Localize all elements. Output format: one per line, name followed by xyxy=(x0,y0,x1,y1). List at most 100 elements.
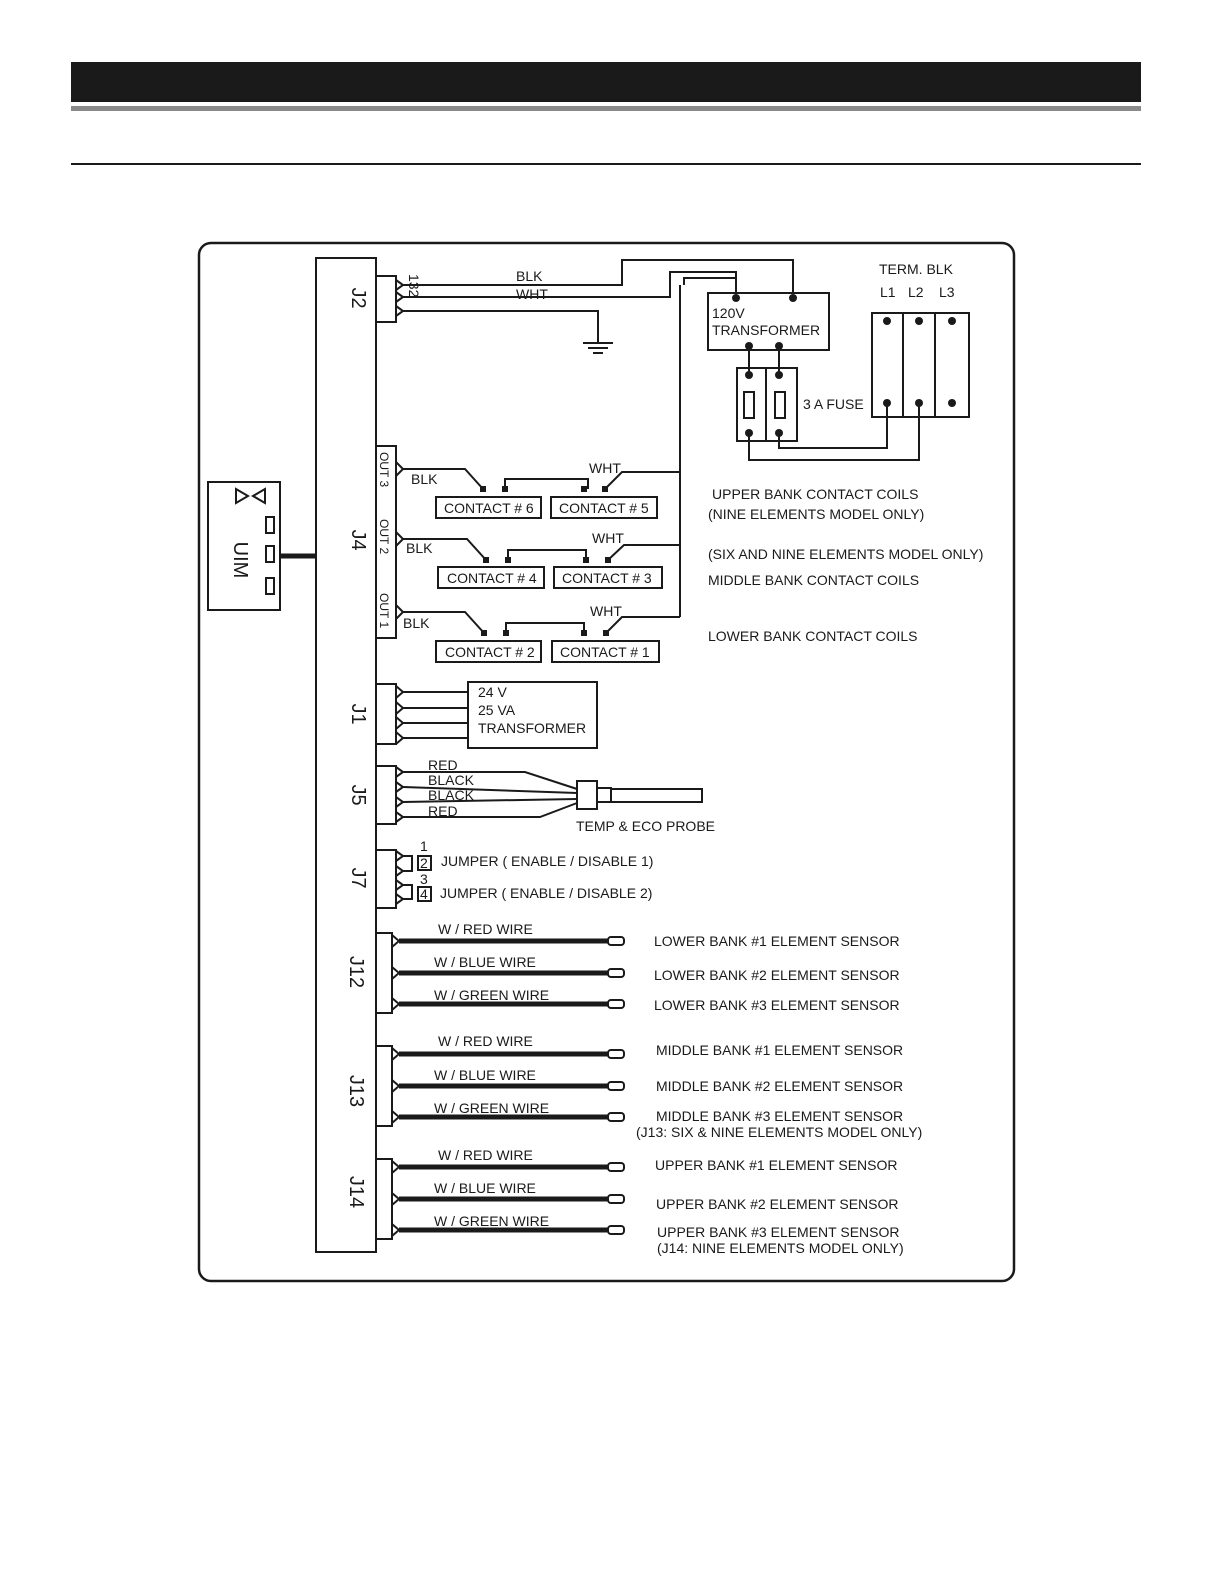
probe-wire-black-1: BLACK xyxy=(428,772,475,788)
contact-5: CONTACT # 5 xyxy=(559,500,649,516)
contact-2: CONTACT # 2 xyxy=(445,644,535,660)
note-upper-1: UPPER BANK CONTACT COILS xyxy=(712,486,918,502)
jumper-2-label: JUMPER ( ENABLE / DISABLE 2) xyxy=(440,885,652,901)
term-block-l3: L3 xyxy=(939,284,955,300)
j14-red-wire-label: W / RED WIRE xyxy=(438,1147,533,1163)
j12-header xyxy=(375,932,393,1014)
probe-label: TEMP & ECO PROBE xyxy=(576,818,715,834)
uim-left-arrow-icon xyxy=(251,487,266,505)
term-block-l2: L2 xyxy=(908,284,924,300)
j14-green-wire-label: W / GREEN WIRE xyxy=(434,1213,549,1229)
header-rule-thin xyxy=(71,163,1141,165)
out3-circuit: BLK WHT CONTACT # 6 CONTACT # 5 xyxy=(395,460,680,519)
uim-right-arrow-icon xyxy=(235,487,250,505)
terminal-block: TERM. BLK L1 L2 L3 xyxy=(748,261,970,461)
header-rule-grey xyxy=(71,106,1141,111)
j12-blue-wire-label: W / BLUE WIRE xyxy=(434,954,536,970)
contact-3: CONTACT # 3 xyxy=(562,570,652,586)
uim-button-1 xyxy=(265,516,275,534)
out1-wht-label: WHT xyxy=(590,603,622,619)
connector-j5: J5 xyxy=(347,784,369,805)
connector-j2: J2 xyxy=(347,287,369,308)
j14-sensors: W / RED WIRE W / BLUE WIRE W / GREEN WIR… xyxy=(391,1147,904,1256)
j2-wht-label: WHT xyxy=(516,286,548,302)
j13-green-wire-label: W / GREEN WIRE xyxy=(434,1100,549,1116)
probe-wire-red-2: RED xyxy=(428,803,458,819)
fuse-label: 3 A FUSE xyxy=(803,396,864,412)
j14-header xyxy=(375,1158,393,1240)
connector-j12: J12 xyxy=(345,956,367,988)
uim-button-3 xyxy=(265,577,275,595)
j7-pin-3: 3 xyxy=(420,871,428,887)
j4-header xyxy=(375,445,397,639)
uim-label: UIM xyxy=(229,542,251,579)
jumper-1-label: JUMPER ( ENABLE / DISABLE 1) xyxy=(441,853,653,869)
term-block-l1: L1 xyxy=(880,284,896,300)
j12-red-wire-label: W / RED WIRE xyxy=(438,921,533,937)
sensor-upper-1: UPPER BANK #1 ELEMENT SENSOR xyxy=(655,1157,897,1173)
out3-blk-label: BLK xyxy=(411,471,438,487)
out2-label: OUT 2 xyxy=(377,519,391,554)
out3-wht-label: WHT xyxy=(589,460,621,476)
sensor-middle-3: MIDDLE BANK #3 ELEMENT SENSOR xyxy=(656,1108,903,1124)
connector-j7: J7 xyxy=(347,867,369,888)
connector-j14: J14 xyxy=(345,1176,367,1208)
j13-sensors: W / RED WIRE W / BLUE WIRE W / GREEN WIR… xyxy=(391,1033,922,1140)
j13-red-wire-label: W / RED WIRE xyxy=(438,1033,533,1049)
out2-blk-label: BLK xyxy=(406,540,433,556)
transformer-24v-line1: 24 V xyxy=(478,684,507,700)
out2-wht-label: WHT xyxy=(592,530,624,546)
sensor-upper-2: UPPER BANK #2 ELEMENT SENSOR xyxy=(656,1196,898,1212)
j5-section: RED BLACK BLACK RED TEMP & ECO PROBE xyxy=(375,757,715,834)
note-middle-2: MIDDLE BANK CONTACT COILS xyxy=(708,572,919,588)
out1-circuit: BLK WHT CONTACT # 2 CONTACT # 1 xyxy=(395,603,680,663)
connector-j4: J4 xyxy=(347,529,369,550)
sensor-lower-2: LOWER BANK #2 ELEMENT SENSOR xyxy=(654,967,900,983)
header-bar xyxy=(71,62,1141,102)
note-upper-2: (NINE ELEMENTS MODEL ONLY) xyxy=(708,506,924,522)
transformer-120v: 120V TRANSFORMER xyxy=(707,292,830,351)
out2-circuit: BLK WHT CONTACT # 4 CONTACT # 3 xyxy=(395,530,680,589)
diagram-frame xyxy=(197,241,1016,1283)
j12-green-wire-label: W / GREEN WIRE xyxy=(434,987,549,1003)
contact-6: CONTACT # 6 xyxy=(444,500,534,516)
connector-j13: J13 xyxy=(345,1075,367,1107)
note-lower: LOWER BANK CONTACT COILS xyxy=(708,628,918,644)
sensor-middle-2: MIDDLE BANK #2 ELEMENT SENSOR xyxy=(656,1078,903,1094)
j7-pin-1: 1 xyxy=(420,838,428,854)
control-board xyxy=(315,257,377,1253)
j14-blue-wire-label: W / BLUE WIRE xyxy=(434,1180,536,1196)
transformer-120v-line1: 120V xyxy=(712,305,745,321)
term-block-title: TERM. BLK xyxy=(879,261,954,277)
probe-wire-red-1: RED xyxy=(428,757,458,773)
transformer-24v-line3: TRANSFORMER xyxy=(478,720,586,736)
j13-blue-wire-label: W / BLUE WIRE xyxy=(434,1067,536,1083)
j7-section: 1 2 3 4 JUMPER ( ENABLE / DISABLE 1) JUM… xyxy=(375,838,653,909)
probe-wire-black-2: BLACK xyxy=(428,787,475,803)
sensor-upper-note: (J14: NINE ELEMENTS MODEL ONLY) xyxy=(657,1240,904,1256)
uim-module: UIM xyxy=(207,481,316,611)
sensor-lower-3: LOWER BANK #3 ELEMENT SENSOR xyxy=(654,997,900,1013)
out3-label: OUT 3 xyxy=(377,452,391,487)
transformer-24v-line2: 25 VA xyxy=(478,702,516,718)
out1-label: OUT 1 xyxy=(377,593,391,628)
sensor-middle-1: MIDDLE BANK #1 ELEMENT SENSOR xyxy=(656,1042,903,1058)
contact-1: CONTACT # 1 xyxy=(560,644,650,660)
connector-j1: J1 xyxy=(347,703,369,724)
out1-blk-label: BLK xyxy=(403,615,430,631)
j2-blk-label: BLK xyxy=(516,268,543,284)
j1-section: 24 V 25 VA TRANSFORMER xyxy=(375,681,598,749)
fuse-block: 3 A FUSE xyxy=(736,346,864,442)
j13-header xyxy=(375,1045,393,1127)
j7-pin-2: 2 xyxy=(420,855,428,871)
uim-button-2 xyxy=(265,545,275,563)
bus-wire-top xyxy=(683,277,736,285)
contact-4: CONTACT # 4 xyxy=(447,570,537,586)
j12-sensors: W / RED WIRE W / BLUE WIRE W / GREEN WIR… xyxy=(391,921,900,1013)
sensor-lower-1: LOWER BANK #1 ELEMENT SENSOR xyxy=(654,933,900,949)
transformer-120v-line2: TRANSFORMER xyxy=(712,322,820,338)
sensor-upper-3: UPPER BANK #3 ELEMENT SENSOR xyxy=(657,1224,899,1240)
j7-pin-4: 4 xyxy=(420,886,428,902)
note-middle-1: (SIX AND NINE ELEMENTS MODEL ONLY) xyxy=(708,546,983,562)
